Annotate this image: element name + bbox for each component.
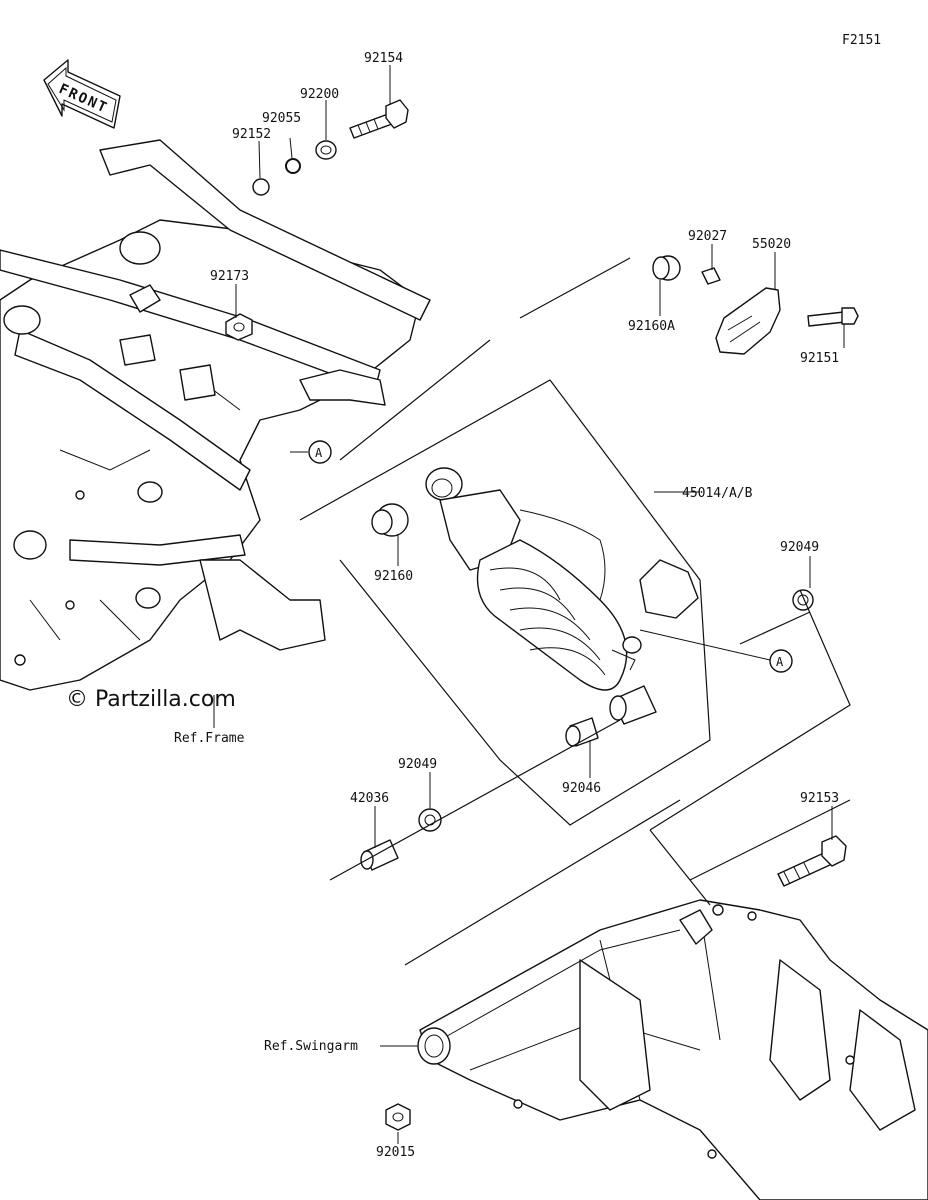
label-92173: 92173: [210, 269, 249, 284]
seal-92049-top-icon: [792, 589, 814, 611]
collar-92152-icon: [252, 178, 270, 196]
seal-92049-low-icon: [418, 808, 442, 832]
assembly-outlines: [299, 257, 851, 966]
swingarm-drawing: [417, 899, 928, 1200]
bushing-92160-icon: [371, 503, 409, 537]
watermark: © Partzilla.com: [66, 687, 236, 712]
leader-lines: [213, 65, 845, 1144]
nut-92015-icon: [385, 1103, 411, 1131]
label-92049-top: 92049: [780, 540, 819, 555]
label-92200: 92200: [300, 87, 339, 102]
label-45014: 45014/A/B: [682, 486, 753, 501]
label-92152: 92152: [232, 127, 271, 142]
label-92015: 92015: [376, 1145, 415, 1160]
bolt-92151-icon: [807, 307, 859, 327]
ring-92055-icon: [285, 158, 301, 174]
ref-swingarm-label: Ref.Swingarm: [264, 1039, 358, 1054]
front-arrow-icon: FRONT: [43, 59, 121, 129]
ref-frame-label: Ref.Frame: [174, 731, 245, 746]
label-92160a: 92160A: [628, 319, 675, 334]
collar-92027-icon: [701, 267, 721, 285]
sleeve-icon: [609, 685, 657, 725]
bushing-92160a-icon: [652, 255, 681, 281]
label-55020: 55020: [752, 237, 791, 252]
label-92154: 92154: [364, 51, 403, 66]
shock-absorber-icon: [425, 467, 699, 691]
label-92160: 92160: [374, 569, 413, 584]
marker-a-shock: A: [769, 649, 793, 673]
label-92046: 92046: [562, 781, 601, 796]
label-92027: 92027: [688, 229, 727, 244]
label-92055: 92055: [262, 111, 301, 126]
nut-92173-icon: [225, 313, 253, 341]
needle-bearing-92046-icon: [565, 717, 599, 747]
frame-drawing: [0, 139, 431, 691]
bolt-92154-icon: [349, 99, 409, 139]
label-92153: 92153: [800, 791, 839, 806]
washer-92200-icon: [315, 140, 337, 160]
svg-text:A: A: [776, 655, 784, 669]
collar-42036-icon: [360, 839, 399, 871]
marker-a-frame: A: [308, 440, 332, 464]
label-92049-low: 92049: [398, 757, 437, 772]
label-42036: 42036: [350, 791, 389, 806]
figure-code: F2151: [842, 33, 881, 48]
bolt-92153-icon: [777, 835, 847, 887]
guard-55020-icon: [715, 287, 781, 355]
label-92151: 92151: [800, 351, 839, 366]
svg-text:A: A: [315, 446, 323, 460]
